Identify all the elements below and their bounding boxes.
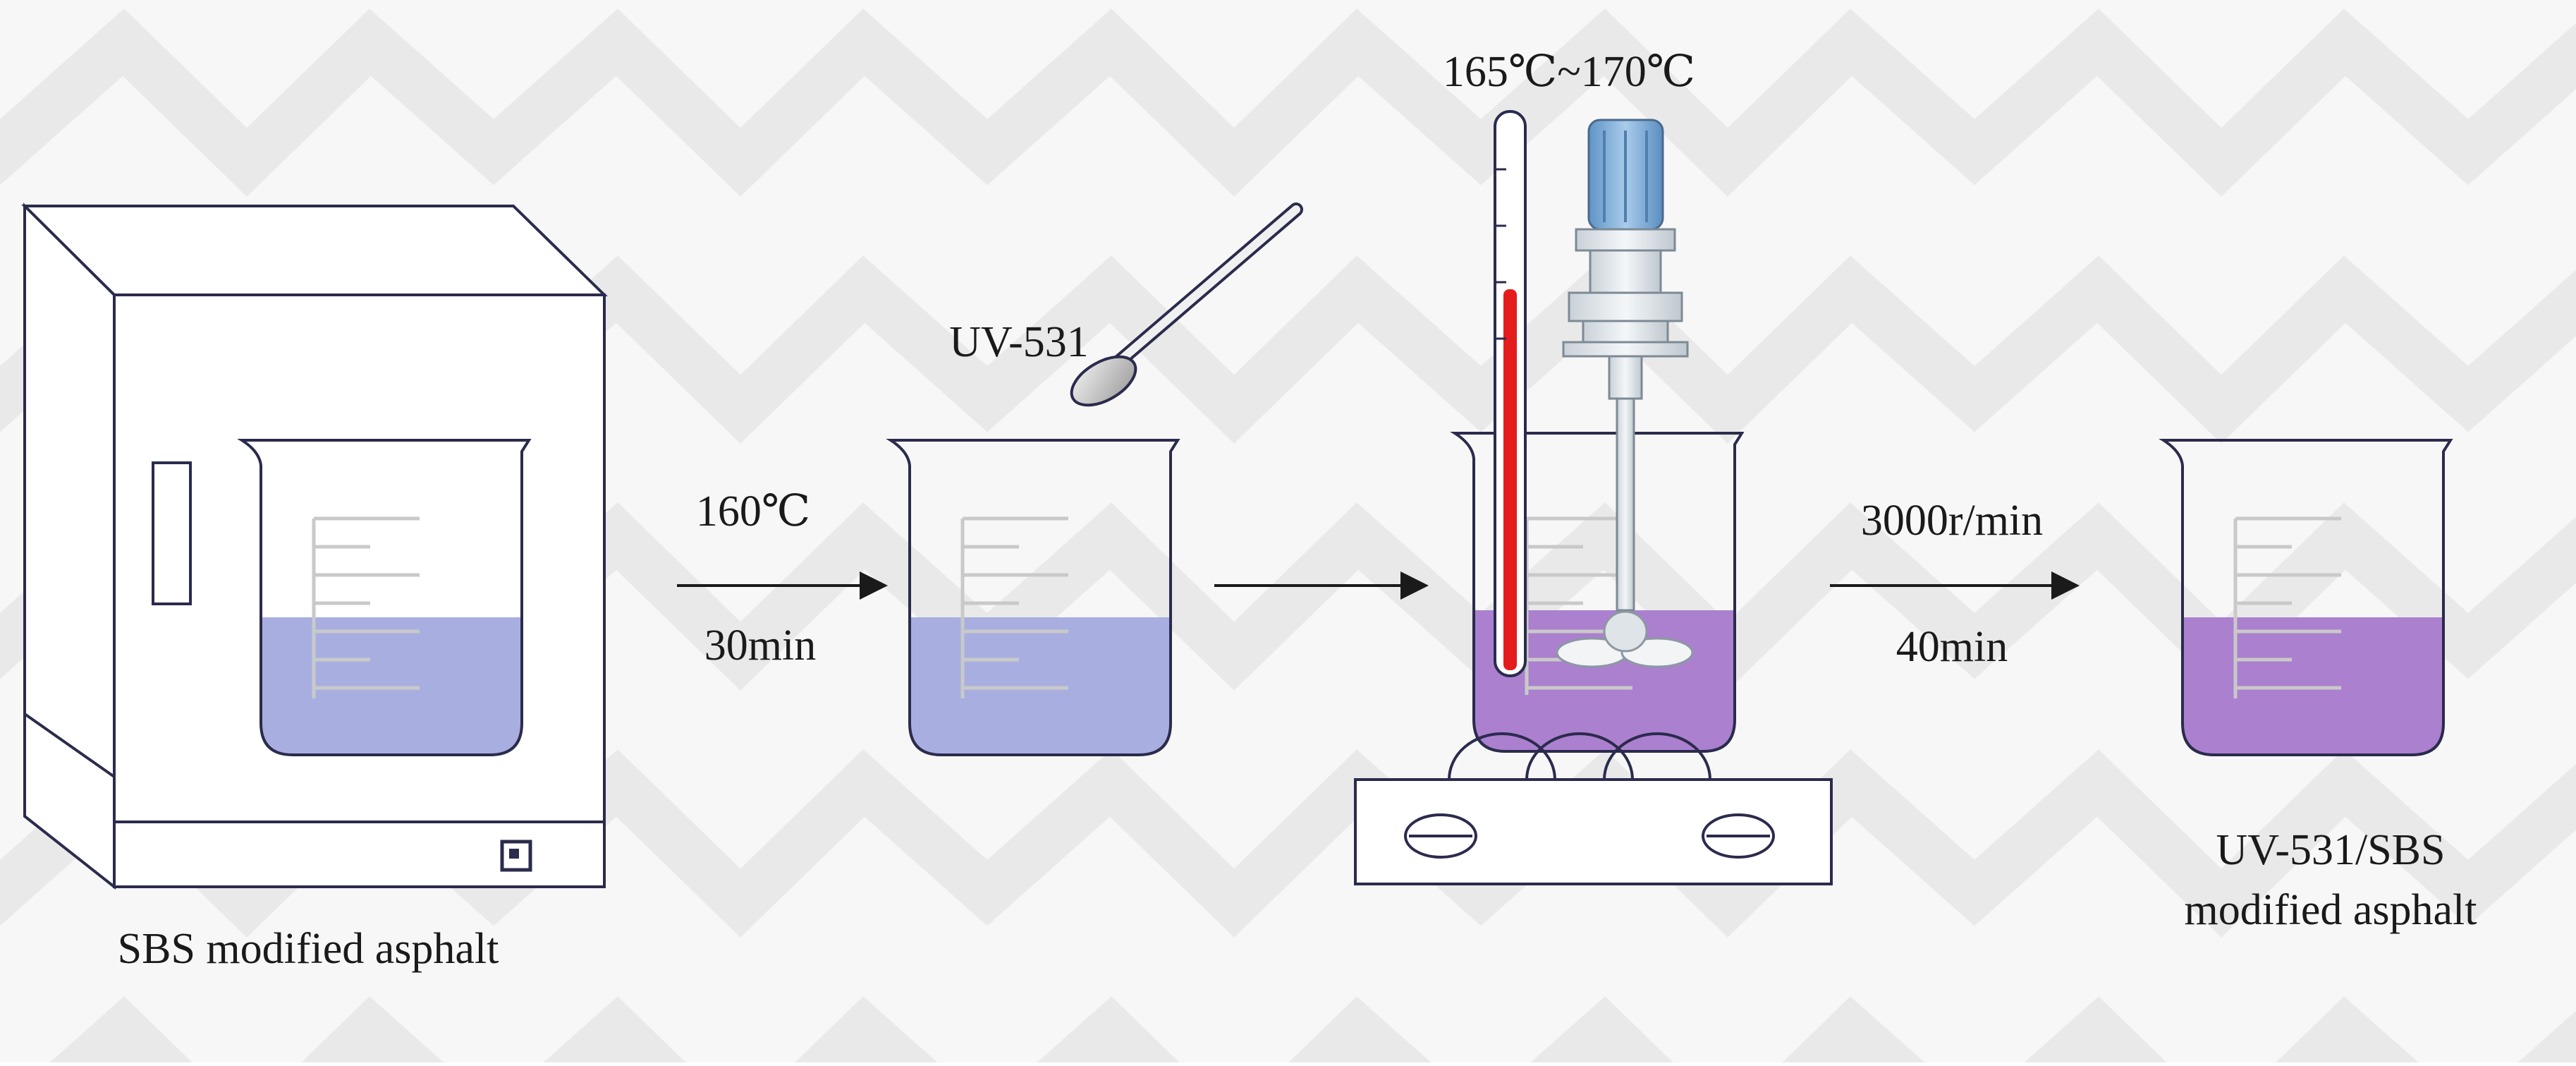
label-heating-temperature: 160℃ (696, 487, 810, 535)
label-additive: UV-531 (949, 318, 1089, 366)
label-product-line1: UV-531/SBS (2216, 826, 2445, 874)
thermometer-icon (1494, 110, 1527, 677)
beaker-product (2159, 439, 2453, 756)
oven-door-handle (152, 461, 192, 605)
spoon-icon (1070, 202, 1303, 407)
heating-stirrer-plate (1354, 732, 1833, 885)
mechanical-stirrer (1556, 119, 1694, 668)
label-product-line2: modified asphalt (2185, 886, 2477, 934)
heater-knob-left (1404, 813, 1477, 859)
label-stirring-time: 40min (1896, 623, 2008, 671)
label-reaction-temperature: 165℃~170℃ (1443, 48, 1695, 96)
oven-side-face (23, 202, 116, 890)
oven-top-face (21, 205, 608, 296)
label-stirring-speed: 3000r/min (1861, 497, 2043, 545)
label-oven: SBS modified asphalt (118, 925, 499, 973)
heater-knob-right (1702, 813, 1775, 859)
beaker-in-oven (237, 439, 532, 756)
beaker-heated (886, 439, 1180, 756)
stirrer-shaft (1616, 397, 1635, 612)
label-heating-time: 30min (704, 622, 816, 670)
thermometer-mercury (1503, 289, 1517, 670)
